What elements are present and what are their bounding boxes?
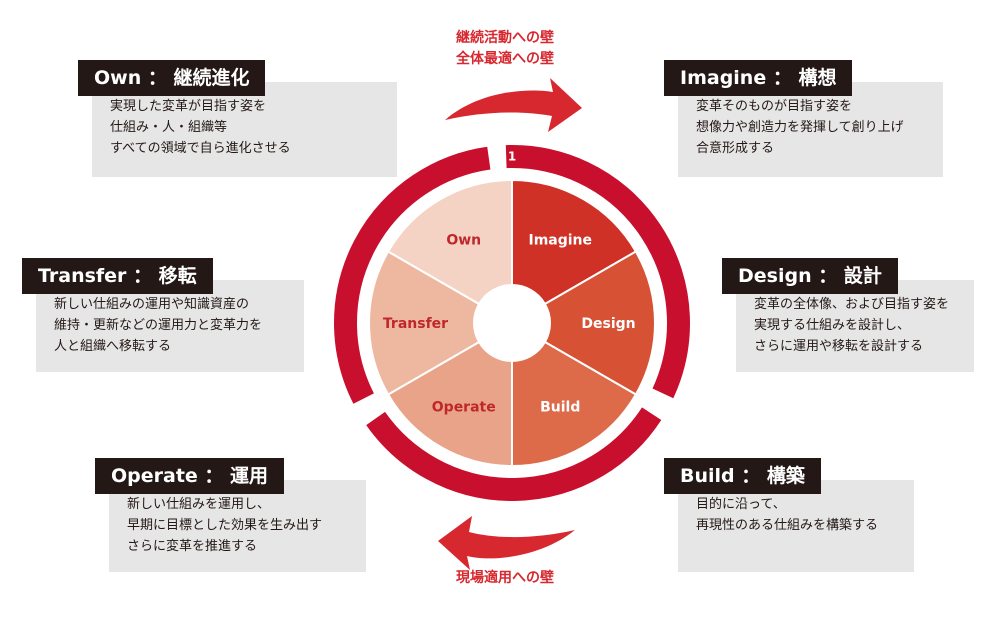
wall-label-top: 継続活動への壁 全体最適への壁	[440, 28, 570, 70]
ring-number-2: 2	[651, 394, 667, 408]
desc-line: 想像力や創造力を発揮して創り上げ	[696, 120, 904, 135]
curved-arrow-right-icon	[445, 78, 582, 132]
desc-line: 仕組み・人・組織等	[110, 120, 228, 135]
desc-line: 新しい仕組みを運用し、	[127, 497, 271, 512]
desc-line: 維持・更新などの運用力と変革力を	[54, 318, 263, 333]
wheel-segment-own	[386, 178, 513, 306]
desc-line: 目的に沿って、	[696, 497, 786, 512]
card-build-description: 目的に沿って、 再現性のある仕組みを構築する	[678, 480, 914, 572]
card-build-title: Build ： 構築	[664, 458, 821, 494]
wheel-segment-operate	[386, 340, 513, 468]
card-own-title: Own ： 継続進化	[78, 60, 266, 96]
desc-line: 変革の全体像、および目指す姿を	[754, 297, 950, 312]
wheel-label-build: Build	[540, 400, 580, 416]
card-imagine-description: 変革そのものが目指す姿を 想像力や創造力を発揮して創り上げ 合意形成する	[678, 82, 943, 177]
desc-line: 新しい仕組みの運用や知識資産の	[54, 297, 250, 312]
ring-arc-1	[505, 145, 690, 399]
wheel-segment-transfer	[368, 250, 481, 396]
desc-line: さらに運用や移転を設計する	[754, 339, 924, 354]
wall-label-bottom: 現場適用への壁	[456, 570, 554, 586]
card-transfer-title: Transfer ： 移転	[22, 258, 213, 294]
desc-line: 実現した変革が目指す姿を	[110, 99, 267, 114]
wheel-label-design: Design	[581, 316, 635, 332]
desc-line: 実現する仕組みを設計し、	[754, 318, 911, 333]
ring-arc-3	[334, 146, 491, 404]
wheel-label-imagine: Imagine	[528, 232, 592, 248]
card-operate-description: 新しい仕組みを運用し、 早期に目標とした効果を生み出す さらに変革を推進する	[109, 480, 366, 572]
wheel-segment-imagine	[511, 178, 638, 306]
wheel-label-transfer: Transfer	[383, 316, 448, 332]
wall-top-line-1: 継続活動への壁	[456, 30, 554, 46]
wheel-label-own: Own	[446, 232, 481, 248]
desc-line: 変革そのものが目指す姿を	[696, 99, 853, 114]
ring-arc-2	[366, 407, 662, 501]
card-operate-title: Operate ： 運用	[95, 458, 285, 494]
wheel-center-hole	[474, 285, 550, 361]
desc-line: 人と組織へ移転する	[54, 339, 172, 354]
ring-number-3: 3	[360, 399, 376, 413]
curved-arrow-left-icon	[438, 516, 575, 570]
desc-line: すべての領域で自ら進化させる	[110, 141, 291, 156]
desc-line: 合意形成する	[696, 141, 775, 156]
desc-line: 早期に目標とした効果を生み出す	[127, 518, 323, 533]
card-own-description: 実現した変革が目指す姿を 仕組み・人・組織等 すべての領域で自ら進化させる	[92, 82, 397, 177]
card-imagine-title: Imagine ： 構想	[664, 60, 853, 96]
desc-line: さらに変革を推進する	[127, 539, 258, 554]
card-transfer-description: 新しい仕組みの運用や知識資産の 維持・更新などの運用力と変革力を 人と組織へ移転…	[36, 280, 304, 372]
wall-top-line-2: 全体最適への壁	[456, 51, 554, 67]
card-design-title: Design ： 設計	[722, 258, 898, 294]
wheel-segment-build	[511, 340, 638, 468]
desc-line: 再現性のある仕組みを構築する	[696, 518, 879, 533]
card-design-description: 変革の全体像、および目指す姿を 実現する仕組みを設計し、 さらに運用や移転を設計…	[736, 280, 974, 372]
wheel-segment-design	[543, 250, 656, 396]
wheel-label-operate: Operate	[432, 400, 496, 416]
ring-number-1: 1	[508, 150, 516, 164]
